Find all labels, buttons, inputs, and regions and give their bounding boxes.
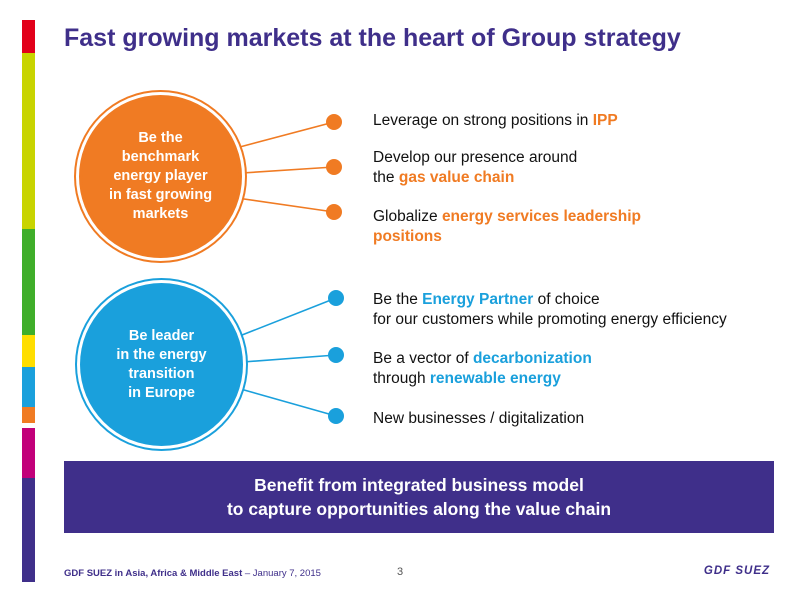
bubble-line: Be the	[138, 130, 183, 146]
bubble-line: in the energy	[116, 346, 207, 363]
banner-line-1: Benefit from integrated business model	[254, 475, 584, 495]
orange-strategy-bubble: Be the benchmark energy player in fast g…	[79, 95, 242, 258]
color-bar-gap	[22, 423, 35, 428]
item-highlight: positions	[373, 228, 442, 245]
page-number: 3	[397, 566, 404, 578]
item-text: of choice	[533, 291, 600, 308]
blue-dot-2	[328, 347, 344, 363]
orange-connector-3	[236, 197, 335, 213]
svg-text:GDF SUEZ: GDF SUEZ	[704, 565, 770, 577]
orange-item-2: Develop our presence around the gas valu…	[373, 148, 577, 188]
item-highlight: renewable energy	[429, 370, 561, 387]
item-text: through	[373, 370, 430, 387]
bubble-line: Be leader	[128, 327, 195, 344]
orange-dot-2	[326, 159, 342, 175]
orange-dot-1	[326, 114, 342, 130]
orange-connector-2	[241, 166, 335, 174]
color-bar-purple	[22, 478, 35, 582]
blue-strategy-bubble: Be leader in the energy transition in Eu…	[80, 283, 243, 446]
item-highlight: IPP	[592, 112, 618, 129]
blue-connector-3	[236, 387, 337, 417]
orange-dot-3	[326, 204, 342, 220]
footer-date: – January 7, 2015	[242, 568, 321, 579]
item-text: Globalize	[373, 208, 442, 225]
banner-line-2: to capture opportunities along the value…	[226, 499, 612, 519]
bubble-line: transition	[128, 365, 195, 382]
color-bar-red	[22, 20, 35, 53]
blue-connector-2	[242, 354, 337, 363]
side-color-bar	[22, 20, 35, 582]
item-text: Be a vector of	[373, 350, 473, 367]
bubble-line: markets	[132, 206, 189, 222]
blue-dot-3	[328, 408, 344, 424]
bubble-line: in fast growing	[108, 187, 213, 203]
color-bar-blue	[22, 367, 35, 407]
blue-item-2: Be a vector of decarbonization through r…	[373, 349, 592, 389]
value-chain-banner: Benefit from integrated business model t…	[64, 461, 774, 533]
footer-event: GDF SUEZ in Asia, Africa & Middle East	[64, 568, 243, 579]
orange-bubble-text: Be the benchmark energy player in fast g…	[109, 129, 212, 224]
item-highlight: energy services leadership	[441, 208, 641, 225]
bubble-line: energy player	[113, 168, 208, 184]
color-bar-orange	[22, 407, 35, 423]
bubble-line: benchmark	[121, 149, 200, 165]
blue-item-1: Be the Energy Partner of choice for our …	[373, 290, 727, 330]
color-bar-magenta	[22, 428, 35, 478]
blue-connector-1	[236, 297, 337, 338]
page-title: Fast growing markets at the heart of Gro…	[64, 24, 681, 52]
item-text: New businesses / digitalization	[373, 410, 585, 427]
color-bar-yellow	[22, 335, 35, 367]
orange-item-1: Leverage on strong positions in IPP	[373, 111, 618, 131]
item-text: Be the	[373, 291, 423, 308]
footer-text: GDF SUEZ in Asia, Africa & Middle East –…	[64, 568, 321, 579]
blue-item-3: New businesses / digitalization	[373, 409, 584, 429]
item-highlight: decarbonization	[472, 350, 592, 367]
item-highlight: gas value chain	[398, 169, 515, 186]
item-text: Develop our presence around	[373, 149, 578, 166]
blue-dot-1	[328, 290, 344, 306]
item-highlight: Energy Partner	[422, 291, 534, 308]
orange-item-3: Globalize energy services leadership pos…	[373, 207, 641, 247]
item-text: for our customers while promoting energy…	[373, 311, 727, 328]
color-bar-green	[22, 229, 35, 335]
orange-connector-1	[235, 121, 335, 149]
bubble-line: in Europe	[128, 384, 195, 401]
blue-bubble-text: Be leader in the energy transition in Eu…	[116, 327, 206, 403]
color-bar-lime	[22, 53, 35, 229]
item-text: Leverage on strong positions in	[373, 112, 593, 129]
gdf-suez-logo: GDF SUEZ	[704, 565, 770, 577]
item-text: the	[373, 169, 399, 186]
